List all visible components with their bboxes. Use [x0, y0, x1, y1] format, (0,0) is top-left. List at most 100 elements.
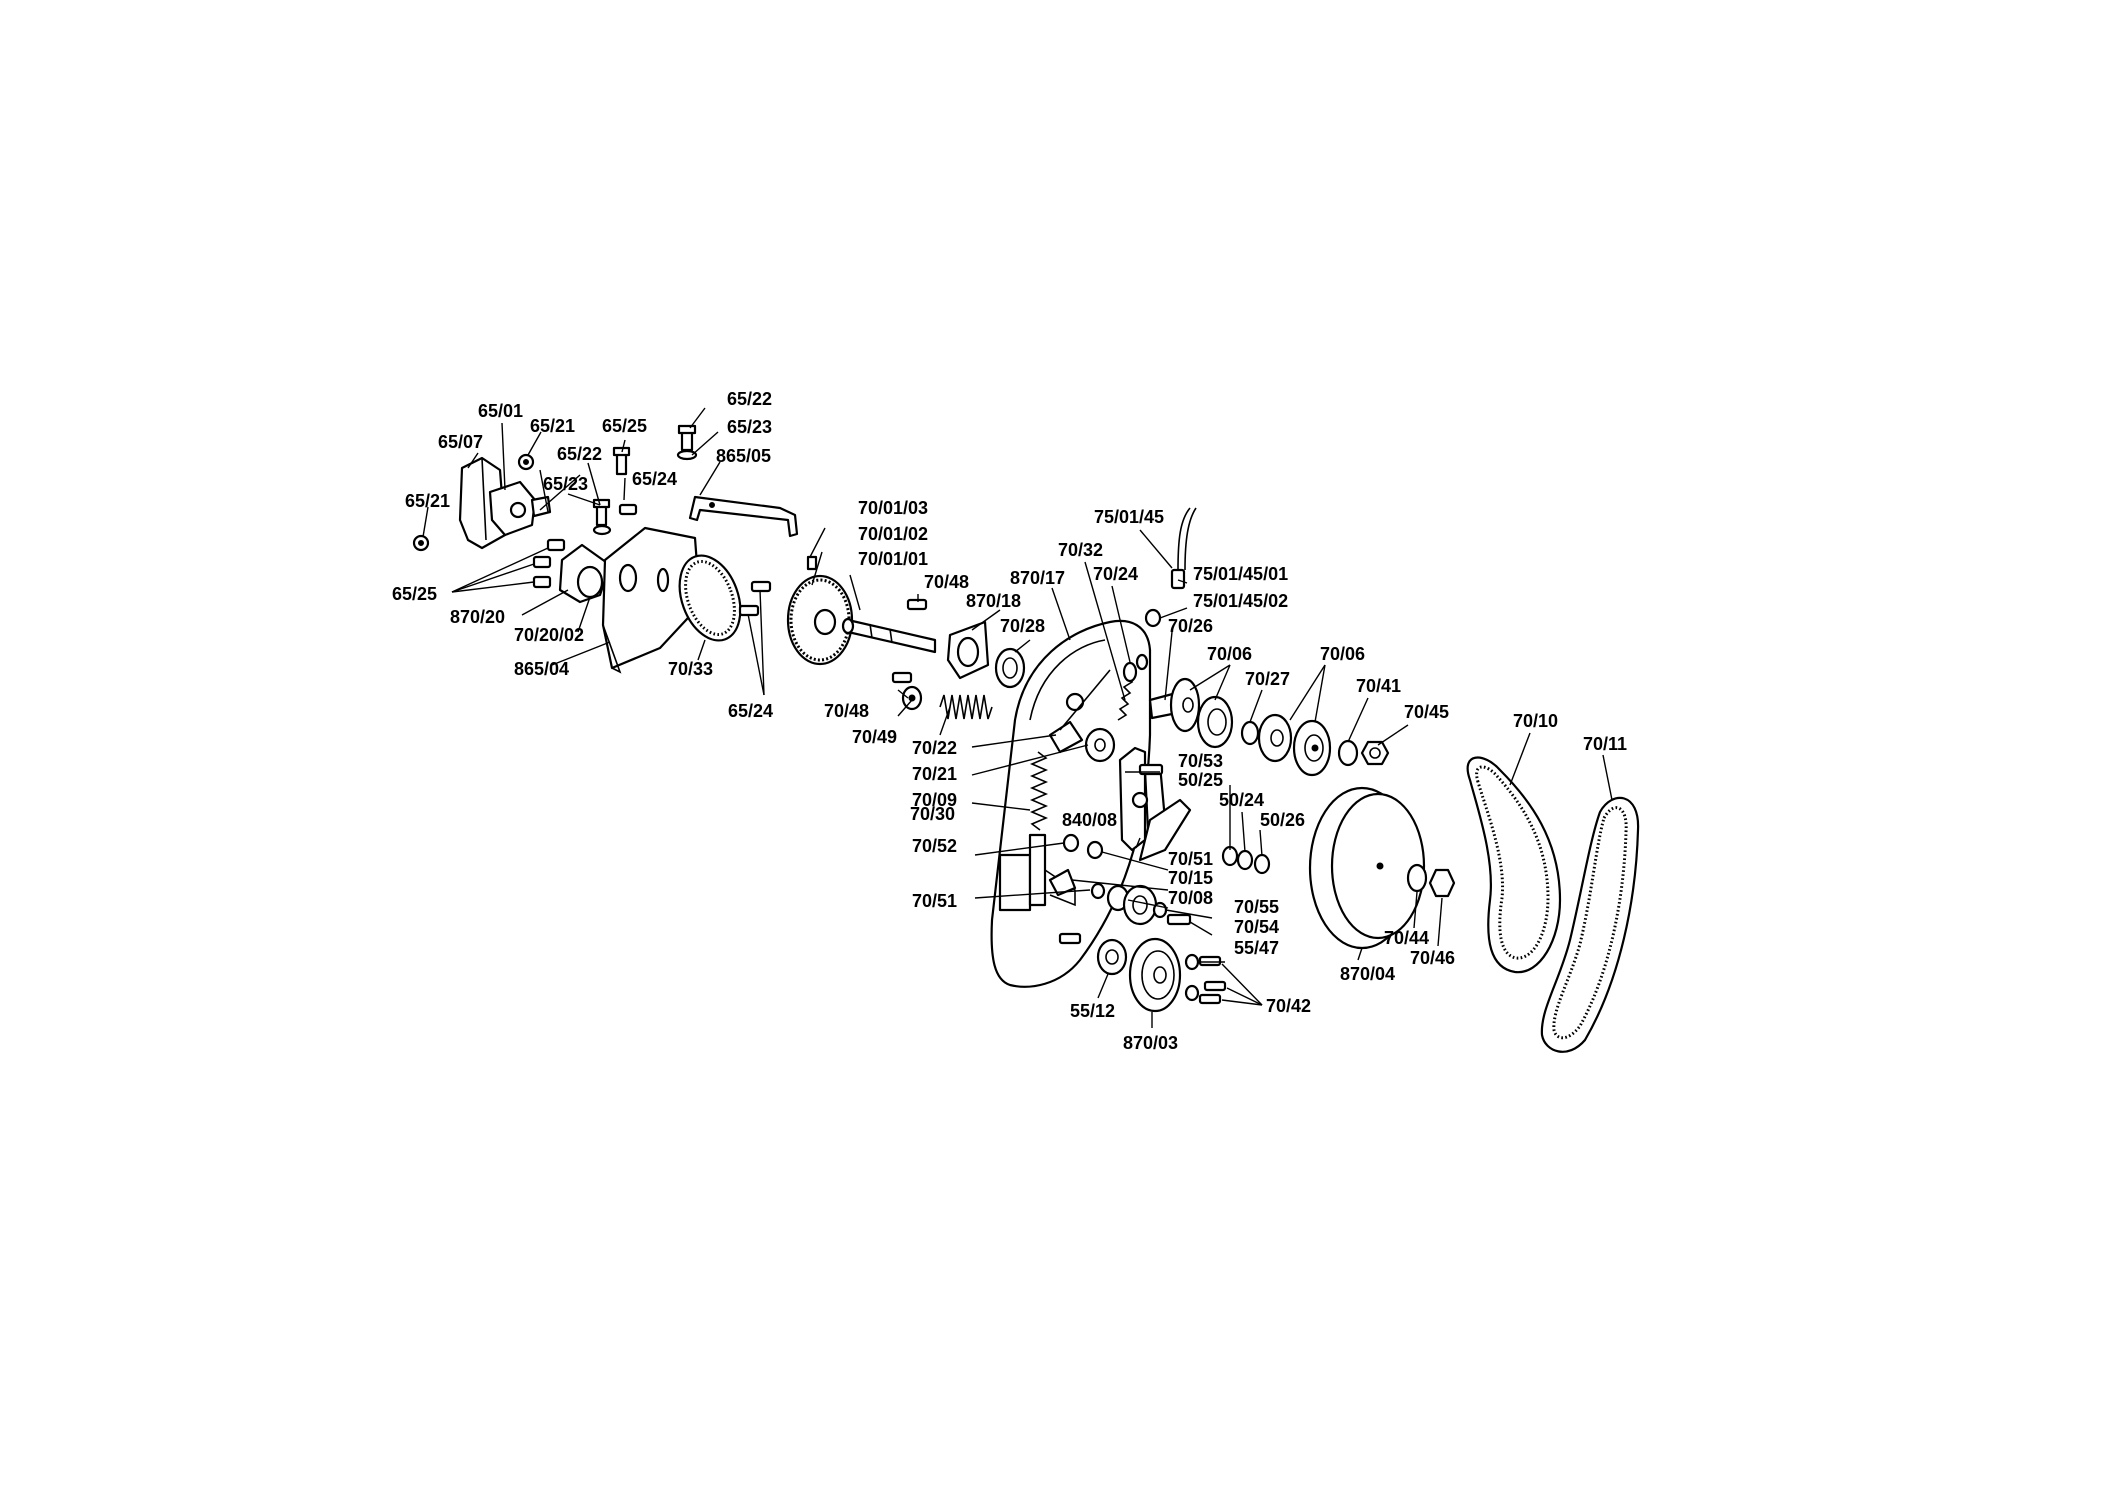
washer-70-49: [901, 685, 923, 711]
screws-70-42-group: [1198, 955, 1227, 1005]
spring-70-22: [939, 694, 993, 720]
label-870-20: 870/20: [450, 607, 505, 627]
label-65-23-right: 65/23: [727, 417, 772, 437]
label-70-48-lower: 70/48: [824, 701, 869, 721]
nut-70-45: [1360, 740, 1390, 766]
washers-50-24-50-26: [1221, 845, 1271, 875]
shaft-hub-70-26: [1148, 677, 1201, 733]
pin-70-01-03: [806, 555, 818, 571]
nut-70-46: [1428, 868, 1456, 898]
label-70-28: 70/28: [1000, 616, 1045, 636]
large-pulley-870-04: [1308, 786, 1426, 950]
label-70-49: 70/49: [852, 727, 897, 747]
pulley-870-03: [1128, 937, 1182, 1013]
v-belt-70-11: [1540, 796, 1640, 1053]
pulley-70-06-left: [1196, 695, 1234, 749]
label-70-06-left: 70/06: [1207, 644, 1252, 664]
label-70-11: 70/11: [1583, 734, 1627, 754]
label-70-10: 70/10: [1513, 711, 1558, 731]
nut-75-01-45-02: [1144, 608, 1162, 628]
label-65-07: 65/07: [438, 432, 483, 452]
washer-70-44: [1406, 863, 1428, 893]
label-65-21-top: 65/21: [530, 416, 575, 436]
flange-870-20: [558, 543, 612, 604]
bracket-arm: [1138, 798, 1192, 862]
label-70-46: 70/46: [1410, 948, 1455, 968]
label-65-24-bottom: 65/24: [728, 701, 773, 721]
nut-65-21-lower: [412, 534, 430, 552]
pulley-gear-70-01-02: [786, 574, 854, 666]
label-70-08: 70/08: [1168, 888, 1213, 908]
label-70-01-02: 70/01/02: [858, 524, 928, 544]
label-65-22-right: 65/22: [727, 389, 772, 409]
label-70-26: 70/26: [1168, 616, 1213, 636]
label-70-22: 70/22: [912, 738, 957, 758]
bushing-55-12: [1096, 938, 1128, 976]
pulley-70-06-outer: [1292, 719, 1332, 777]
label-55-12: 55/12: [1070, 1001, 1115, 1021]
label-70-27: 70/27: [1245, 669, 1290, 689]
label-65-23-left: 65/23: [543, 474, 588, 494]
screw-70-48-lower: [891, 671, 913, 684]
washer-65-23-right: [676, 449, 698, 461]
nut-70-52: [1062, 833, 1080, 853]
label-65-01: 65/01: [478, 401, 523, 421]
label-70-45: 70/45: [1404, 702, 1449, 722]
label-70-44: 70/44: [1384, 928, 1429, 948]
tensioner-lever-70-21: [1048, 669, 1111, 754]
cable-75-01-45: [1177, 507, 1197, 571]
pulley-70-06-right: [1257, 713, 1293, 763]
screw-70-48-upper: [906, 598, 928, 611]
label-70-41: 70/41: [1356, 676, 1401, 696]
label-75-01-45-02: 75/01/45/02: [1193, 591, 1288, 611]
bracket-65-07: [458, 456, 507, 550]
label-65-21-left: 65/21: [405, 491, 450, 511]
screws-65-25-group: [532, 538, 566, 589]
label-70-32: 70/32: [1058, 540, 1103, 560]
label-865-04: 865/04: [514, 659, 569, 679]
part-labels: 65/01 65/07 65/21 65/21 65/25 65/22 65/2…: [392, 389, 1627, 1053]
washer-65-23-left: [592, 524, 612, 536]
label-70-09: 70/09: [912, 790, 957, 810]
label-50-25: 50/25: [1178, 770, 1223, 790]
bearing-flange-870-18: [946, 620, 990, 680]
label-870-04: 870/04: [1340, 964, 1395, 984]
clip-70-15: [1048, 868, 1077, 897]
bearing-70-28: [994, 647, 1026, 689]
bolt-70-54: [1166, 913, 1192, 926]
label-70-55: 70/55: [1234, 897, 1279, 917]
label-870-03: 870/03: [1123, 1033, 1178, 1053]
bolt-65-22-right: [677, 424, 697, 452]
label-70-01-03: 70/01/03: [858, 498, 928, 518]
motor-block-65-01: [488, 480, 552, 537]
label-70-24: 70/24: [1093, 564, 1138, 584]
screws-65-24-group: [738, 580, 772, 617]
washer-70-51-lower: [1090, 882, 1106, 900]
label-70-01-01: 70/01/01: [858, 549, 928, 569]
spring-70-30: [1029, 751, 1049, 831]
washer-70-27: [1240, 720, 1260, 746]
label-870-18: 870/18: [966, 591, 1021, 611]
label-50-26: 50/26: [1260, 810, 1305, 830]
bolt-65-24-top: [618, 503, 638, 516]
label-70-51-right: 70/51: [1168, 849, 1213, 869]
support-bar-865-05: [688, 495, 799, 538]
label-70-42: 70/42: [1266, 996, 1311, 1016]
shaft-70-01-01: [841, 617, 937, 654]
label-70-06-right: 70/06: [1320, 644, 1365, 664]
cable-nipple-75-01-45-01: [1170, 568, 1186, 590]
label-70-30: 70/30: [910, 804, 955, 824]
label-65-22-left: 65/22: [557, 444, 602, 464]
label-70-53: 70/53: [1178, 751, 1223, 771]
label-840-08: 840/08: [1062, 810, 1117, 830]
label-70-20-02: 70/20/02: [514, 625, 584, 645]
belt-70-33: [678, 554, 742, 642]
label-65-25-top: 65/25: [602, 416, 647, 436]
washer-70-41: [1337, 739, 1359, 767]
label-70-33: 70/33: [668, 659, 713, 679]
label-65-24-top: 65/24: [632, 469, 677, 489]
label-70-48-upper: 70/48: [924, 572, 969, 592]
washer-70-51-upper: [1086, 840, 1104, 860]
